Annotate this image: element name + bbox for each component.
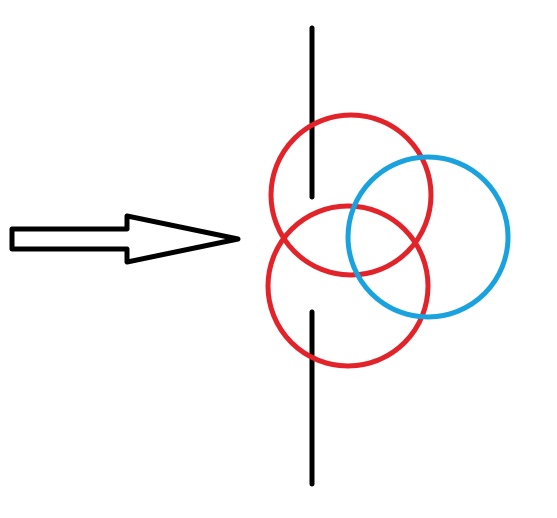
red-circle-top xyxy=(268,112,434,278)
red-circle-bottom xyxy=(265,203,431,369)
arrow-right-icon xyxy=(9,213,241,265)
blue-circle-right xyxy=(345,154,511,320)
